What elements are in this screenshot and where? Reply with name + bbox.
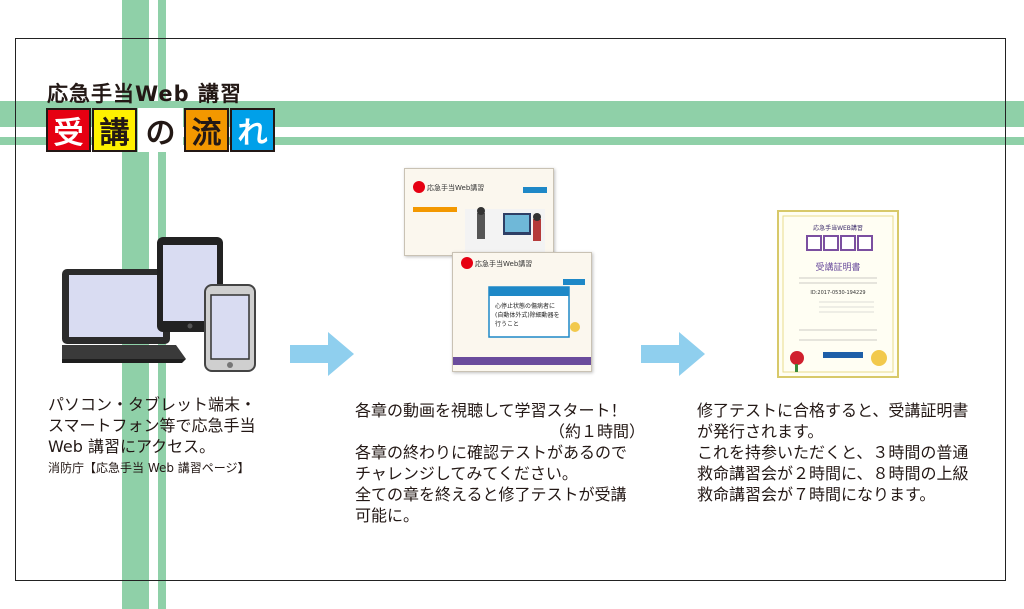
step2-line: （約１時間） [548,422,645,441]
svg-text:応急手当Web講習: 応急手当Web講習 [475,259,532,268]
step2-description: 各章の動画を視聴して学習スタート！ （約１時間） 各章の終わりに確認テストがある… [355,400,655,526]
step2-line: チャレンジしてみてください。 [355,464,578,483]
arrow-right-icon [290,332,354,376]
smartphone-icon [204,284,256,372]
step3-line: これを持参いただくと、３時間の普通 [697,443,969,462]
step2-line: 可能に。 [355,506,420,525]
quiz-screenshot: 応急手当Web講習 心停止状態の傷病者に (自動体外式)除細動器を 行うこと [452,252,592,372]
green-stripe-horizontal-thin [0,137,1024,145]
heading-char: 受 [46,108,91,152]
svg-text:行うこと: 行うこと [495,320,519,328]
step2-line: 全ての章を終えると修了テストが受講 [355,485,627,504]
step1-line: スマートフォン等で応急手当 [48,416,256,435]
step1-line: パソコン・タブレット端末・ [48,395,257,414]
laptop-icon [62,269,186,363]
step2-line: 各章の終わりに確認テストがあるので [355,443,628,462]
cert-id: ID:2017-0530-194229 [810,290,865,296]
heading-char: 講 [92,108,137,152]
step3-line: 修了テストに合格すると、受講証明書 [697,401,969,420]
screen-title: 応急手当Web講習 [427,183,484,192]
cert-header: 応急手当WEB講習 [813,224,863,232]
cert-title: 受講証明書 [815,261,860,273]
content-frame [15,38,1006,581]
step3-description: 修了テストに合格すると、受講証明書 が発行されます。 これを持参いただくと、３時… [697,400,1002,505]
heading-char: の [138,108,183,152]
step1-line: Web 講習にアクセス。 [48,437,216,456]
svg-text:(自動体外式)除細動器を: (自動体外式)除細動器を [495,311,560,319]
heading-char: 流 [184,108,229,152]
devices-illustration [62,237,256,372]
heading-char: れ [230,108,275,152]
certificate-image: 応急手当WEB講習 受講証明書 ID:2017-0530-194229 [777,210,899,378]
arrow-right-icon [641,332,705,376]
heading-subtitle: 応急手当Web 講習 [47,82,243,106]
step3-line: が発行されます。 [697,422,824,441]
step1-link[interactable]: 消防庁【応急手当 Web 講習ページ】 [48,461,250,475]
step3-line: 救命講習会が２時間に、８時間の上級 [697,464,969,483]
step2-line: 各章の動画を視聴して学習スタート！ [355,401,627,420]
step3-line: 救命講習会が７時間になります。 [697,485,936,504]
heading-title: 受 講 の 流 れ [46,108,276,152]
web-course-screenshot: 応急手当Web講習 [404,168,554,256]
step1-description: パソコン・タブレット端末・ スマートフォン等で応急手当 Web 講習にアクセス。… [48,394,308,476]
svg-text:心停止状態の傷病者に: 心停止状態の傷病者に [495,302,555,310]
